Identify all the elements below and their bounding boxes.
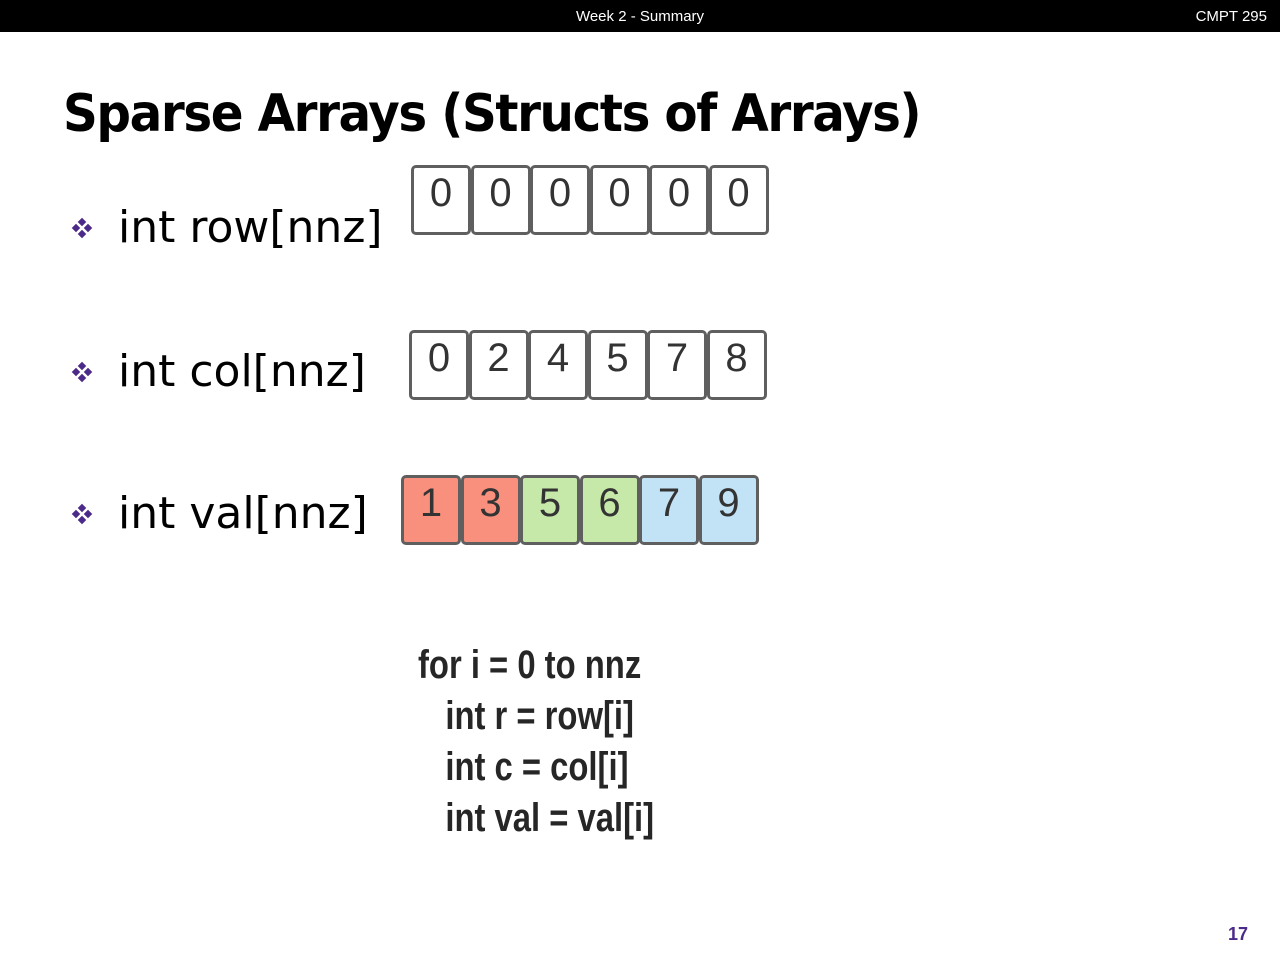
diamond-bullet-icon — [71, 503, 93, 524]
bullet-label: int val[nnz] — [118, 488, 368, 539]
course-label: CMPT 295 — [1195, 8, 1267, 25]
array-cell: 0 — [589, 165, 650, 235]
array-cell: 8 — [706, 330, 767, 400]
bullet-row: int row[nnz] — [70, 202, 383, 253]
header-title: Week 2 - Summary — [575, 8, 705, 25]
array-cell: 5 — [587, 330, 648, 400]
array-cell: 0 — [708, 165, 769, 235]
array-cell: 6 — [579, 475, 640, 545]
bullet-col: int col[nnz] — [70, 346, 366, 397]
array-cell: 9 — [698, 475, 759, 545]
header-bar: Week 2 - Summary CMPT 295 — [0, 0, 1280, 32]
bullet-label: int col[nnz] — [118, 346, 366, 397]
array-cell: 0 — [649, 165, 709, 235]
diamond-bullet-icon — [71, 361, 93, 382]
bullet-label: int row[nnz] — [118, 202, 383, 253]
slide-title: Sparse Arrays (Structs of Arrays) — [63, 84, 922, 144]
code-block: for i = 0 to nnz int r = row[i] int c = … — [418, 640, 654, 844]
array-cell: 5 — [520, 475, 580, 545]
array-cell: 7 — [639, 475, 699, 545]
array-cell: 0 — [470, 165, 531, 235]
page-number: 17 — [1227, 924, 1248, 944]
array-cell: 7 — [647, 330, 707, 400]
array-cell: 0 — [411, 165, 471, 235]
array-cell: 2 — [468, 330, 529, 400]
code-line: int r = row[i] — [418, 694, 634, 738]
bullet-val: int val[nnz] — [70, 488, 368, 539]
diamond-bullet-icon — [71, 217, 93, 238]
array-cell: 1 — [401, 475, 461, 545]
array-cell: 4 — [528, 330, 588, 400]
array-cell: 3 — [460, 475, 521, 545]
code-line: for i = 0 to nnz — [418, 643, 642, 687]
array-cell: 0 — [409, 330, 469, 400]
code-line: int c = col[i] — [418, 745, 629, 789]
array-cell: 0 — [530, 165, 590, 235]
code-line: int val = val[i] — [418, 796, 655, 840]
